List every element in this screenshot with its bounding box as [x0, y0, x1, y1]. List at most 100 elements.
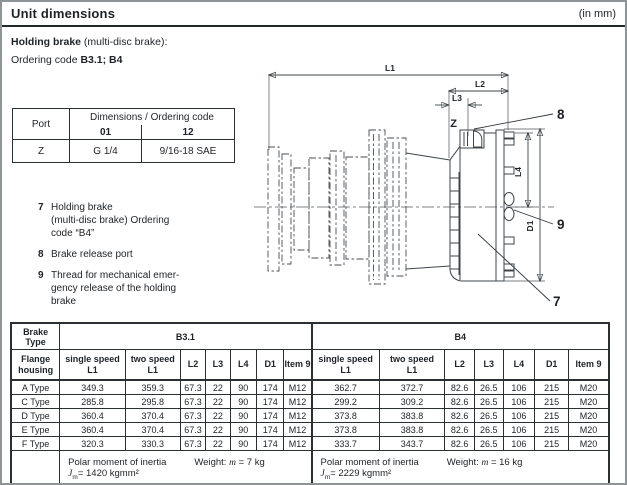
dim-value-cell: 90: [229, 394, 257, 409]
dim-value-cell: 174: [255, 394, 285, 409]
port-row: Z G 1/4 9/16-18 SAE: [12, 139, 235, 163]
code-01-cell: 01: [69, 125, 142, 140]
dim-value-cell: 174: [255, 422, 285, 437]
dim-value-cell: 343.7: [378, 436, 446, 451]
col-d1: D1: [534, 349, 570, 381]
dim-value-cell: M20: [568, 408, 610, 423]
dim-value-cell: M12: [283, 422, 313, 437]
inertia-label: Polar moment of inertia: [68, 456, 167, 468]
col-item9: Item 9: [283, 349, 313, 381]
dim-l1-label: L1: [385, 63, 395, 73]
weight-value: Weight: m = 16 kg: [446, 456, 523, 468]
dim-value-cell: M12: [283, 436, 313, 451]
dim-value-cell: 82.6: [444, 436, 475, 451]
legend-number: 9: [38, 270, 44, 281]
dim-value-cell: 373.8: [310, 408, 380, 423]
dim-value-cell: 309.2: [378, 394, 446, 409]
col-l2: L2: [444, 349, 475, 381]
dim-l3-label: L3: [452, 93, 462, 103]
dim-value-cell: 106: [502, 394, 536, 409]
intro-rest: (multi-disc brake):: [81, 36, 168, 48]
dim-value-cell: 90: [229, 408, 257, 423]
dim-value-cell: M20: [568, 422, 610, 437]
legend-number: 7: [38, 202, 44, 213]
col-item9: Item 9: [568, 349, 610, 381]
dim-value-cell: 372.7: [378, 379, 446, 395]
dim-value-cell: M20: [568, 394, 610, 409]
dim-value-cell: 373.8: [310, 422, 380, 437]
dim-value-cell: 67.3: [179, 436, 207, 451]
footer-empty-cell: [10, 450, 61, 483]
dim-value-cell: 26.5: [473, 394, 504, 409]
legend-text: Brake release port: [51, 249, 133, 260]
dim-value-cell: 349.3: [59, 379, 126, 395]
dim-value-cell: 360.4: [59, 408, 126, 423]
ordering-code-value: B3.1; B4: [80, 53, 123, 66]
col-l4: L4: [229, 349, 257, 381]
dim-value-cell: M20: [568, 379, 610, 395]
flange-housing-cell: F Type: [10, 436, 61, 451]
dim-value-cell: 215: [534, 379, 570, 395]
footer-b4-cell: Polar moment of inertia Weight: m = 16 k…: [310, 450, 610, 483]
inertia-label: Polar moment of inertia: [320, 456, 419, 468]
dim-value-cell: 90: [229, 436, 257, 451]
dim-l4-label: L4: [513, 167, 523, 177]
unit-note: (in mm): [578, 7, 616, 20]
dim-value-cell: 26.5: [473, 422, 504, 437]
dimension-lines: L1 L2 L3 L4 D1: [269, 63, 545, 281]
dims-ordering-header-cell: Dimensions / Ordering code: [69, 108, 235, 125]
intro-bold: Holding brake: [11, 36, 82, 48]
dim-value-cell: 67.3: [179, 394, 207, 409]
dim-value-cell: 215: [534, 436, 570, 451]
dim-l2-label: L2: [475, 79, 485, 89]
dim-value-cell: 82.6: [444, 379, 475, 395]
dim-value-cell: 82.6: [444, 408, 475, 423]
dim-value-cell: 295.8: [124, 394, 181, 409]
col-l4: L4: [502, 349, 536, 381]
dim-value-cell: 67.3: [179, 408, 207, 423]
dim-value-cell: 215: [534, 408, 570, 423]
dim-value-cell: 320.3: [59, 436, 126, 451]
reference-labels: 8 9 7: [473, 107, 565, 309]
dim-value-cell: 82.6: [444, 394, 475, 409]
col-l2: L2: [179, 349, 207, 381]
dim-value-cell: 360.4: [59, 422, 126, 437]
legend-item-7: 7 Holding brake(multi-disc brake) Orderi…: [38, 201, 179, 240]
dim-value-cell: 174: [255, 436, 285, 451]
dim-value-cell: 383.8: [378, 422, 446, 437]
inertia-weight-row: Polar moment of inertia Weight: m = 7 kg…: [10, 450, 610, 483]
intro-text: Holding brake (multi-disc brake): Orderi…: [11, 34, 167, 69]
dim-value-cell: 362.7: [310, 379, 380, 395]
legend-number: 8: [38, 249, 44, 260]
dim-value-cell: 106: [502, 379, 536, 395]
legend-text: Thread for mechanical emer-gency release…: [51, 270, 180, 307]
group-b31-header: B3.1: [59, 322, 313, 350]
group-b4-header: B4: [310, 322, 610, 350]
dim-value-cell: 383.8: [378, 408, 446, 423]
dim-value-cell: 22: [205, 422, 231, 437]
dim-value-cell: 67.3: [179, 422, 207, 437]
intro-line-1: Holding brake (multi-disc brake):: [11, 34, 167, 52]
dim-value-cell: 370.4: [124, 422, 181, 437]
intro-line-2: Ordering code B3.1; B4: [11, 52, 167, 70]
col-d1: D1: [255, 349, 285, 381]
brake-housing: [405, 129, 515, 282]
dim-value-cell: 22: [205, 394, 231, 409]
page-title: Unit dimensions: [11, 6, 116, 21]
port-header-cell: Port: [12, 108, 70, 140]
dim-d1-label: D1: [525, 220, 535, 231]
dim-value-cell: 22: [205, 379, 231, 395]
port-z-label: Z: [450, 118, 457, 130]
dim-value-cell: 106: [502, 436, 536, 451]
